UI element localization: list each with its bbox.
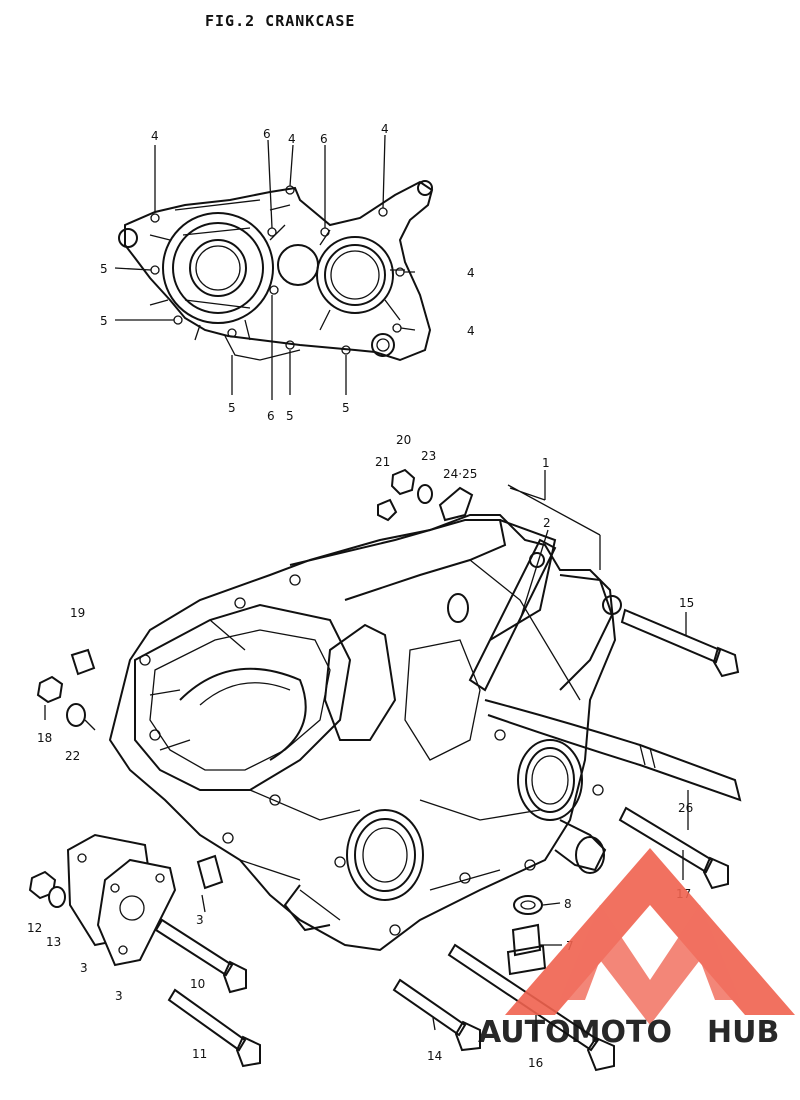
callout-t11: 6: [267, 409, 275, 423]
top-view-callouts: 4 6 4 6 4 5 4 5 4 5 6 5 5: [100, 122, 475, 423]
callout-24-25: 24·25: [443, 467, 477, 481]
callout-t12: 5: [286, 409, 294, 423]
exploded-callouts: 1 2 3 7 8 3 3 10 11 12 13 14 15 16 17 18…: [27, 433, 694, 1070]
callout-9b: 3: [115, 989, 123, 1003]
callout-t7: 4: [467, 266, 475, 280]
logo-text-automoto: AUTOMOTO: [478, 1015, 672, 1050]
callout-1: 1: [542, 456, 550, 470]
figure-title: FIG.2 CRANKCASE: [205, 12, 356, 30]
callout-t10: 5: [228, 401, 236, 415]
callout-t1: 4: [151, 129, 159, 143]
callout-22: 22: [65, 749, 80, 763]
callout-11: 11: [192, 1047, 207, 1061]
callout-3-top: 3: [196, 913, 204, 927]
callout-t5: 4: [381, 122, 389, 136]
crankcase-top-view: [114, 134, 434, 400]
callout-2: 2: [543, 516, 551, 530]
callout-15: 15: [679, 596, 694, 610]
callout-23: 23: [421, 449, 436, 463]
leader-lines: [44, 470, 689, 1040]
callout-t9: 4: [467, 324, 475, 338]
callout-12: 12: [27, 921, 42, 935]
callout-10: 10: [190, 977, 205, 991]
callout-13: 13: [46, 935, 61, 949]
callout-21: 21: [375, 455, 390, 469]
breather-hose: [484, 699, 742, 802]
callout-14: 14: [427, 1049, 442, 1063]
callout-20: 20: [396, 433, 411, 447]
automotohub-logo: AUTOMOTO HUB: [478, 848, 795, 1050]
callout-t13: 5: [342, 401, 350, 415]
small-parts: [28, 468, 557, 976]
callout-9a: 3: [80, 961, 88, 975]
callout-t6: 5: [100, 262, 108, 276]
callout-t3: 4: [288, 132, 296, 146]
callout-16: 16: [528, 1056, 543, 1070]
callout-t4: 6: [320, 132, 328, 146]
crankcase-assembly: [108, 514, 622, 952]
callout-t8: 5: [100, 314, 108, 328]
logo-text-hub: HUB: [707, 1015, 779, 1050]
callout-8: 8: [564, 897, 572, 911]
callout-18: 18: [37, 731, 52, 745]
callout-26: 26: [678, 801, 693, 815]
callout-t2: 6: [263, 127, 271, 141]
callout-19: 19: [70, 606, 85, 620]
